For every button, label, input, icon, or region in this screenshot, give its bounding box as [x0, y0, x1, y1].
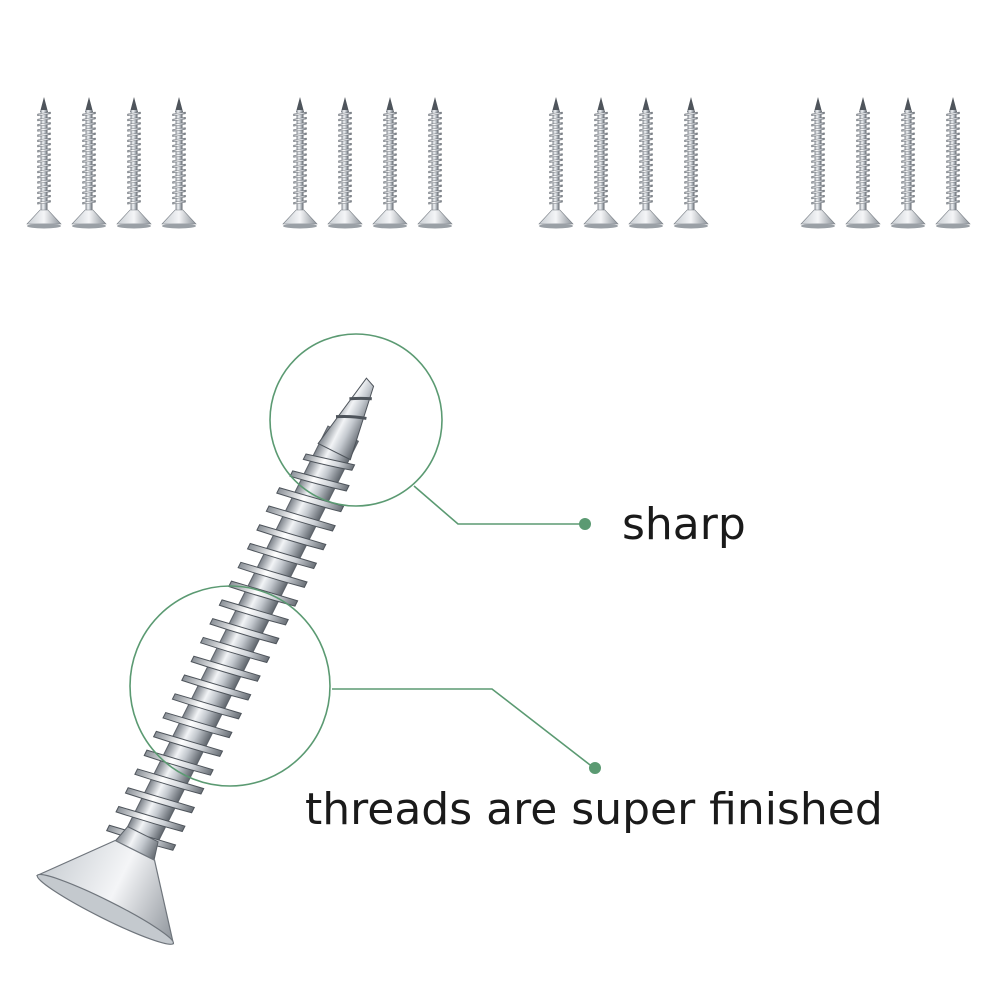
callout-leader-tip — [413, 485, 584, 525]
screw-thread — [134, 768, 205, 795]
callout-threads: threads are super finished — [129, 585, 883, 835]
small-screw — [583, 97, 619, 229]
screw-thread — [115, 805, 186, 833]
small-screw — [800, 97, 836, 229]
small-screw — [161, 97, 197, 229]
small-screw — [116, 97, 152, 229]
callout-circle-tip — [269, 333, 443, 507]
small-screw — [417, 97, 453, 229]
callout-circle-threads — [129, 585, 331, 787]
screw-thread — [276, 487, 345, 513]
small-screw — [282, 97, 318, 229]
callout-label-threads: threads are super finished — [305, 784, 883, 835]
screw-thread — [218, 599, 289, 626]
screw-thread — [190, 655, 261, 682]
small-screws-row — [26, 97, 971, 229]
screw-thread — [199, 636, 271, 664]
small-screw — [628, 97, 664, 229]
screw-thread — [162, 711, 233, 739]
small-screw — [71, 97, 107, 229]
callout-leader-threads — [332, 688, 595, 769]
screw-thread — [237, 561, 308, 588]
screw-thread — [209, 618, 280, 645]
large-screw — [35, 377, 375, 945]
callout-label-sharp: sharp — [622, 499, 746, 550]
screw-thread — [265, 505, 336, 532]
small-screw — [26, 97, 62, 229]
small-screw — [372, 97, 408, 229]
screw-thread — [246, 542, 318, 570]
screw-thread — [289, 470, 350, 492]
screw-thread — [171, 693, 242, 720]
small-screw — [845, 97, 881, 229]
screw-thread — [124, 787, 196, 814]
screw-thread — [181, 674, 252, 701]
callout-dot-tip — [579, 518, 591, 530]
screw-thread — [152, 730, 224, 757]
small-screw — [935, 97, 971, 229]
small-screw — [538, 97, 574, 229]
callout-dot-threads — [589, 762, 601, 774]
small-screw — [673, 97, 709, 229]
small-screw — [327, 97, 363, 229]
screw-thread — [302, 453, 356, 471]
screw-thread — [256, 524, 327, 551]
callout-sharp: sharp — [269, 333, 746, 550]
screw-thread — [143, 749, 214, 776]
small-screw — [890, 97, 926, 229]
